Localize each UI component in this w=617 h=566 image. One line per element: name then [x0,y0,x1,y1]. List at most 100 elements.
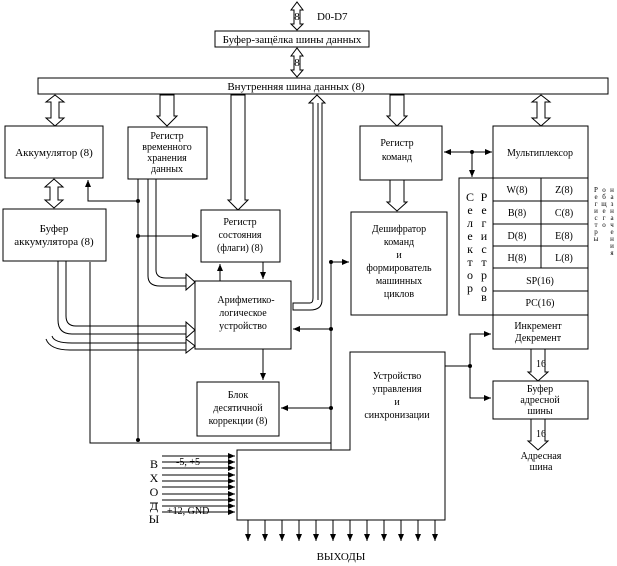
svg-text:Д: Д [150,499,158,513]
svg-text:е: е [467,229,472,243]
data-bus-width-top: 8 [294,11,300,23]
data-bus-internal-arrow [289,47,305,78]
addr-arrow-2 [526,418,550,451]
addr-width-1: 16 [536,359,546,370]
register-selector-label: С е л е к т о р [466,190,474,295]
svg-text:р: р [481,268,487,282]
address-bus-line-2: шина [530,462,553,473]
svg-text:о: о [467,268,473,282]
svg-text:с: с [594,214,597,222]
svg-text:я: я [610,249,614,257]
temp-register-line-2: временного [142,142,191,153]
svg-text:е: е [602,207,605,215]
address-buffer-line-3: шины [527,406,552,417]
svg-text:щ: щ [601,200,607,208]
svg-text:о: о [602,221,606,229]
svg-text:Р: Р [594,186,598,194]
status-register-line-3: (флаги) (8) [217,243,263,254]
accumulator-buffer-line-1: Буфер [40,223,69,235]
accumulator-label: Аккумулятор (8) [15,147,93,159]
svg-text:е: е [481,203,486,217]
svg-text:т: т [594,221,597,229]
decimal-correction-line-3: коррекции (8) [209,416,268,427]
control-unit-line-4: синхронизации [364,410,430,421]
svg-text:о: о [602,186,606,194]
decoder-line-1: Дешифратор [372,224,426,235]
reg-h: H(8) [508,253,527,264]
control-unit-line-1: Устройство [373,371,422,382]
address-buffer-line-1: Буфер [527,384,553,395]
svg-text:з: з [611,200,614,208]
internal-bus-label: Внутренняя шина данных (8) [227,81,365,93]
incdec-line-2: Декремент [515,333,562,344]
data-bus-buffer-box [214,30,370,48]
decoder-line-2: команд [384,237,414,248]
svg-text:е: е [610,228,613,236]
bus-mux-arrow [530,94,552,127]
general-registers-label: Р е г и с т р ы о б щ е г о н а з н а ч … [594,186,615,257]
data-bus-external-arrow [289,1,305,31]
temp-register-line-4: данных [151,164,183,175]
alu-box [194,280,292,350]
multiplexer-box [492,125,589,179]
svg-text:а: а [610,214,614,222]
bus-cmd-arrow [385,94,409,127]
bus-temp-arrow [155,94,179,127]
inputs-label: В Х О Д Ы [149,457,160,526]
status-register-line-2: состояния [218,230,261,241]
svg-text:н: н [610,186,614,194]
addr-arrow-1 [526,348,550,382]
input-arrows [162,453,235,515]
acc-buffer-arrow [43,178,65,209]
svg-text:г: г [595,200,598,208]
alu-input-from-acc [57,261,186,335]
svg-text:а: а [610,193,614,201]
decimal-correction-box [196,381,280,437]
incdec-line-1: Инкремент [514,321,562,332]
alu-line-3: устройство [219,321,267,332]
internal-bus-box [37,77,609,95]
register-selector-label-2: Р е г и с т р о в [481,190,488,304]
reg-e: E(8) [555,231,573,242]
temp-register-line-3: хранения [147,153,187,164]
bus-alu-arrow [292,94,327,311]
svg-text:г: г [603,214,606,222]
reg-c: C(8) [555,208,573,219]
svg-text:и: и [481,229,488,243]
command-register-line-2: команд [382,152,412,163]
output-arrows [245,520,438,541]
cmd-to-decoder-arrow [385,179,409,212]
alu-input-from-temp [147,179,186,287]
svg-text:Ы: Ы [149,512,160,526]
decimal-correction-line-1: Блок [228,390,249,401]
data-bus-name: D0-D7 [317,11,348,23]
register-selector-box [458,177,495,316]
svg-text:е: е [467,203,472,217]
reg-b: B(8) [508,208,526,219]
addr-width-2: 16 [536,429,546,440]
svg-text:т: т [481,255,487,269]
command-register-line-1: Регистр [380,138,413,149]
reg-sp: SP(16) [526,276,554,287]
svg-text:е: е [594,193,597,201]
svg-text:О: О [150,485,159,499]
svg-text:Р: Р [481,190,488,204]
outputs-label: ВЫХОДЫ [317,551,366,563]
bus-status-arrow [226,94,250,211]
incdec-box [492,314,589,350]
reg-d: D(8) [508,231,527,242]
svg-text:в: в [481,290,487,304]
svg-text:ч: ч [610,221,614,229]
svg-text:Х: Х [150,471,159,485]
svg-text:т: т [467,255,473,269]
status-register-line-1: Регистр [223,217,256,228]
reg-pc: PC(16) [526,298,555,309]
control-unit-box [236,351,446,521]
address-buffer-box [492,380,589,420]
temp-register-line-1: Регистр [150,131,183,142]
decoder-line-4: формирователь [366,263,432,274]
svg-text:о: о [481,281,487,295]
multiplexer-label: Мультиплексор [507,148,573,159]
svg-text:н: н [610,235,614,243]
command-register-box [359,125,443,181]
